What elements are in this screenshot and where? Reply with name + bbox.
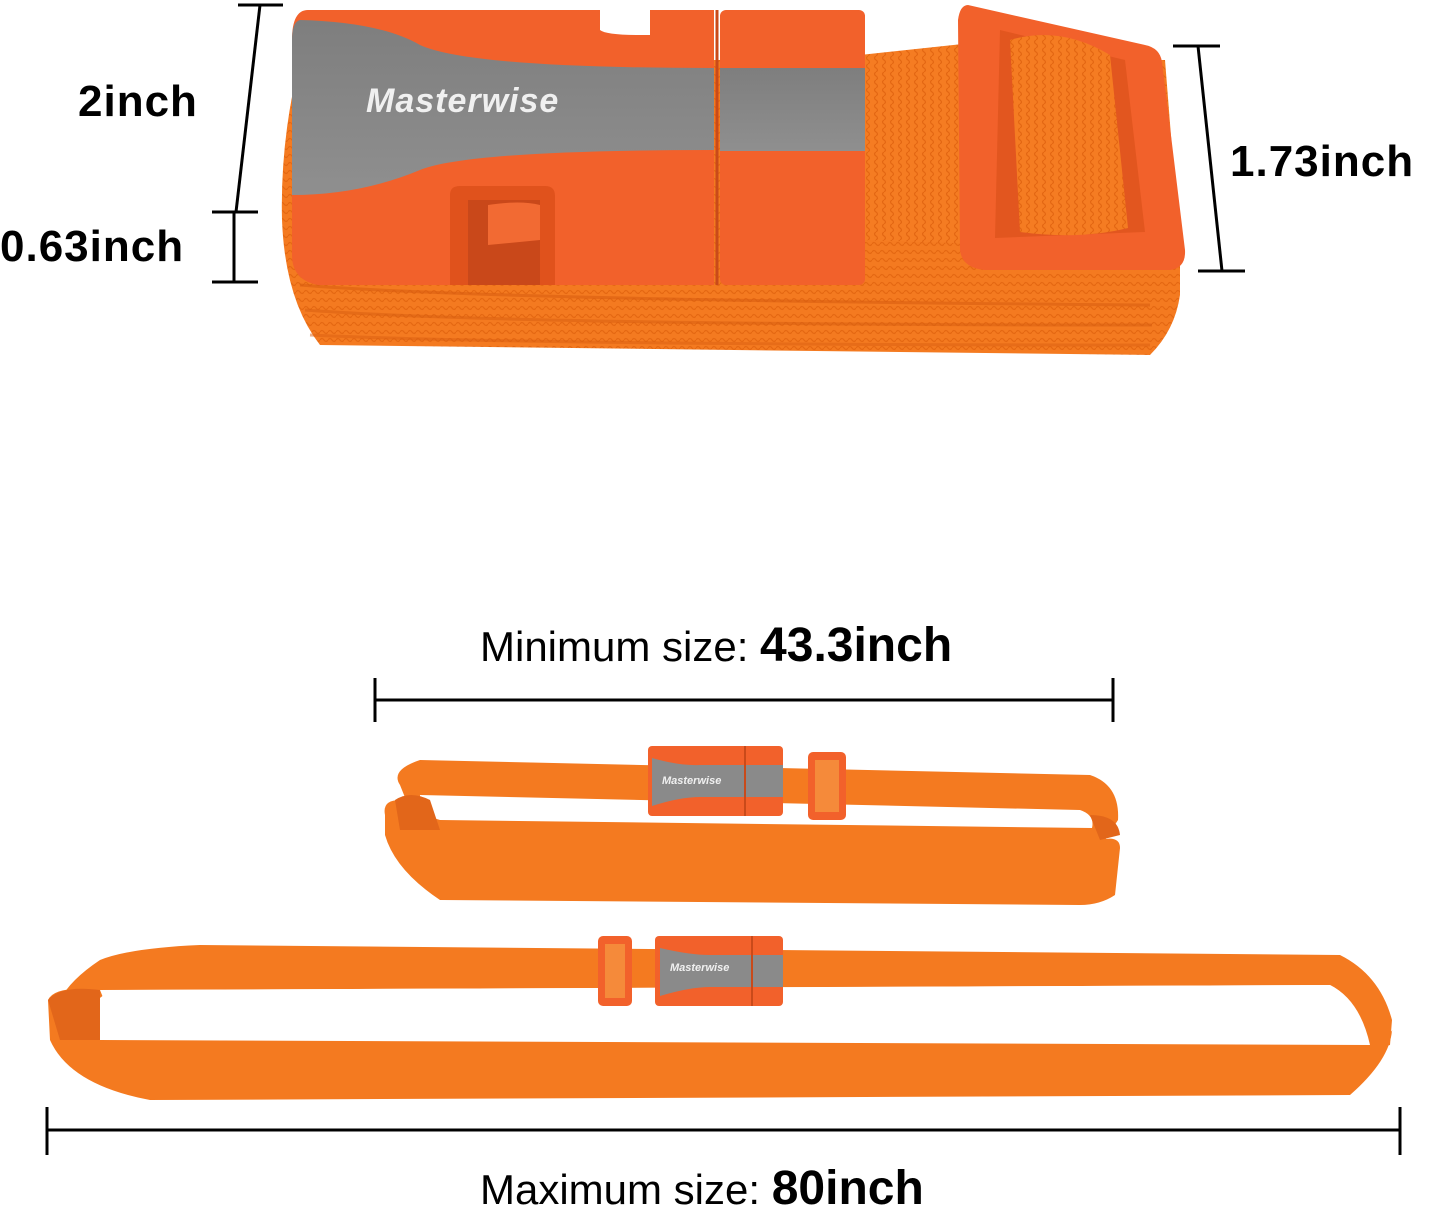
max-size-dimension-line [45,1107,1402,1155]
max-size-value: 80inch [771,1162,924,1215]
max-size-caption: Maximum size: 80inch [480,1165,924,1213]
strap-slider [958,5,1186,270]
dimension-lines-top [212,3,1245,284]
small-loop-buckle-logo: Masterwise [662,775,722,787]
large-loop-buckle-logo: Masterwise [670,962,730,974]
min-size-caption: Minimum size: 43.3inch [480,622,952,670]
min-size-strap [384,746,1121,905]
main-buckle-logo: Masterwise [366,82,560,120]
main-buckle [292,10,865,285]
min-size-dimension-line [373,678,1115,722]
max-size-strap [48,936,1393,1100]
max-size-prefix: Maximum size: [480,1166,761,1213]
min-size-value: 43.3inch [760,619,953,672]
min-size-prefix: Minimum size: [480,623,749,670]
buckle-thickness-label: 0.63inch [0,222,185,271]
strap-width-label: 1.73inch [1230,137,1415,186]
buckle-height-label: 2inch [78,77,198,126]
